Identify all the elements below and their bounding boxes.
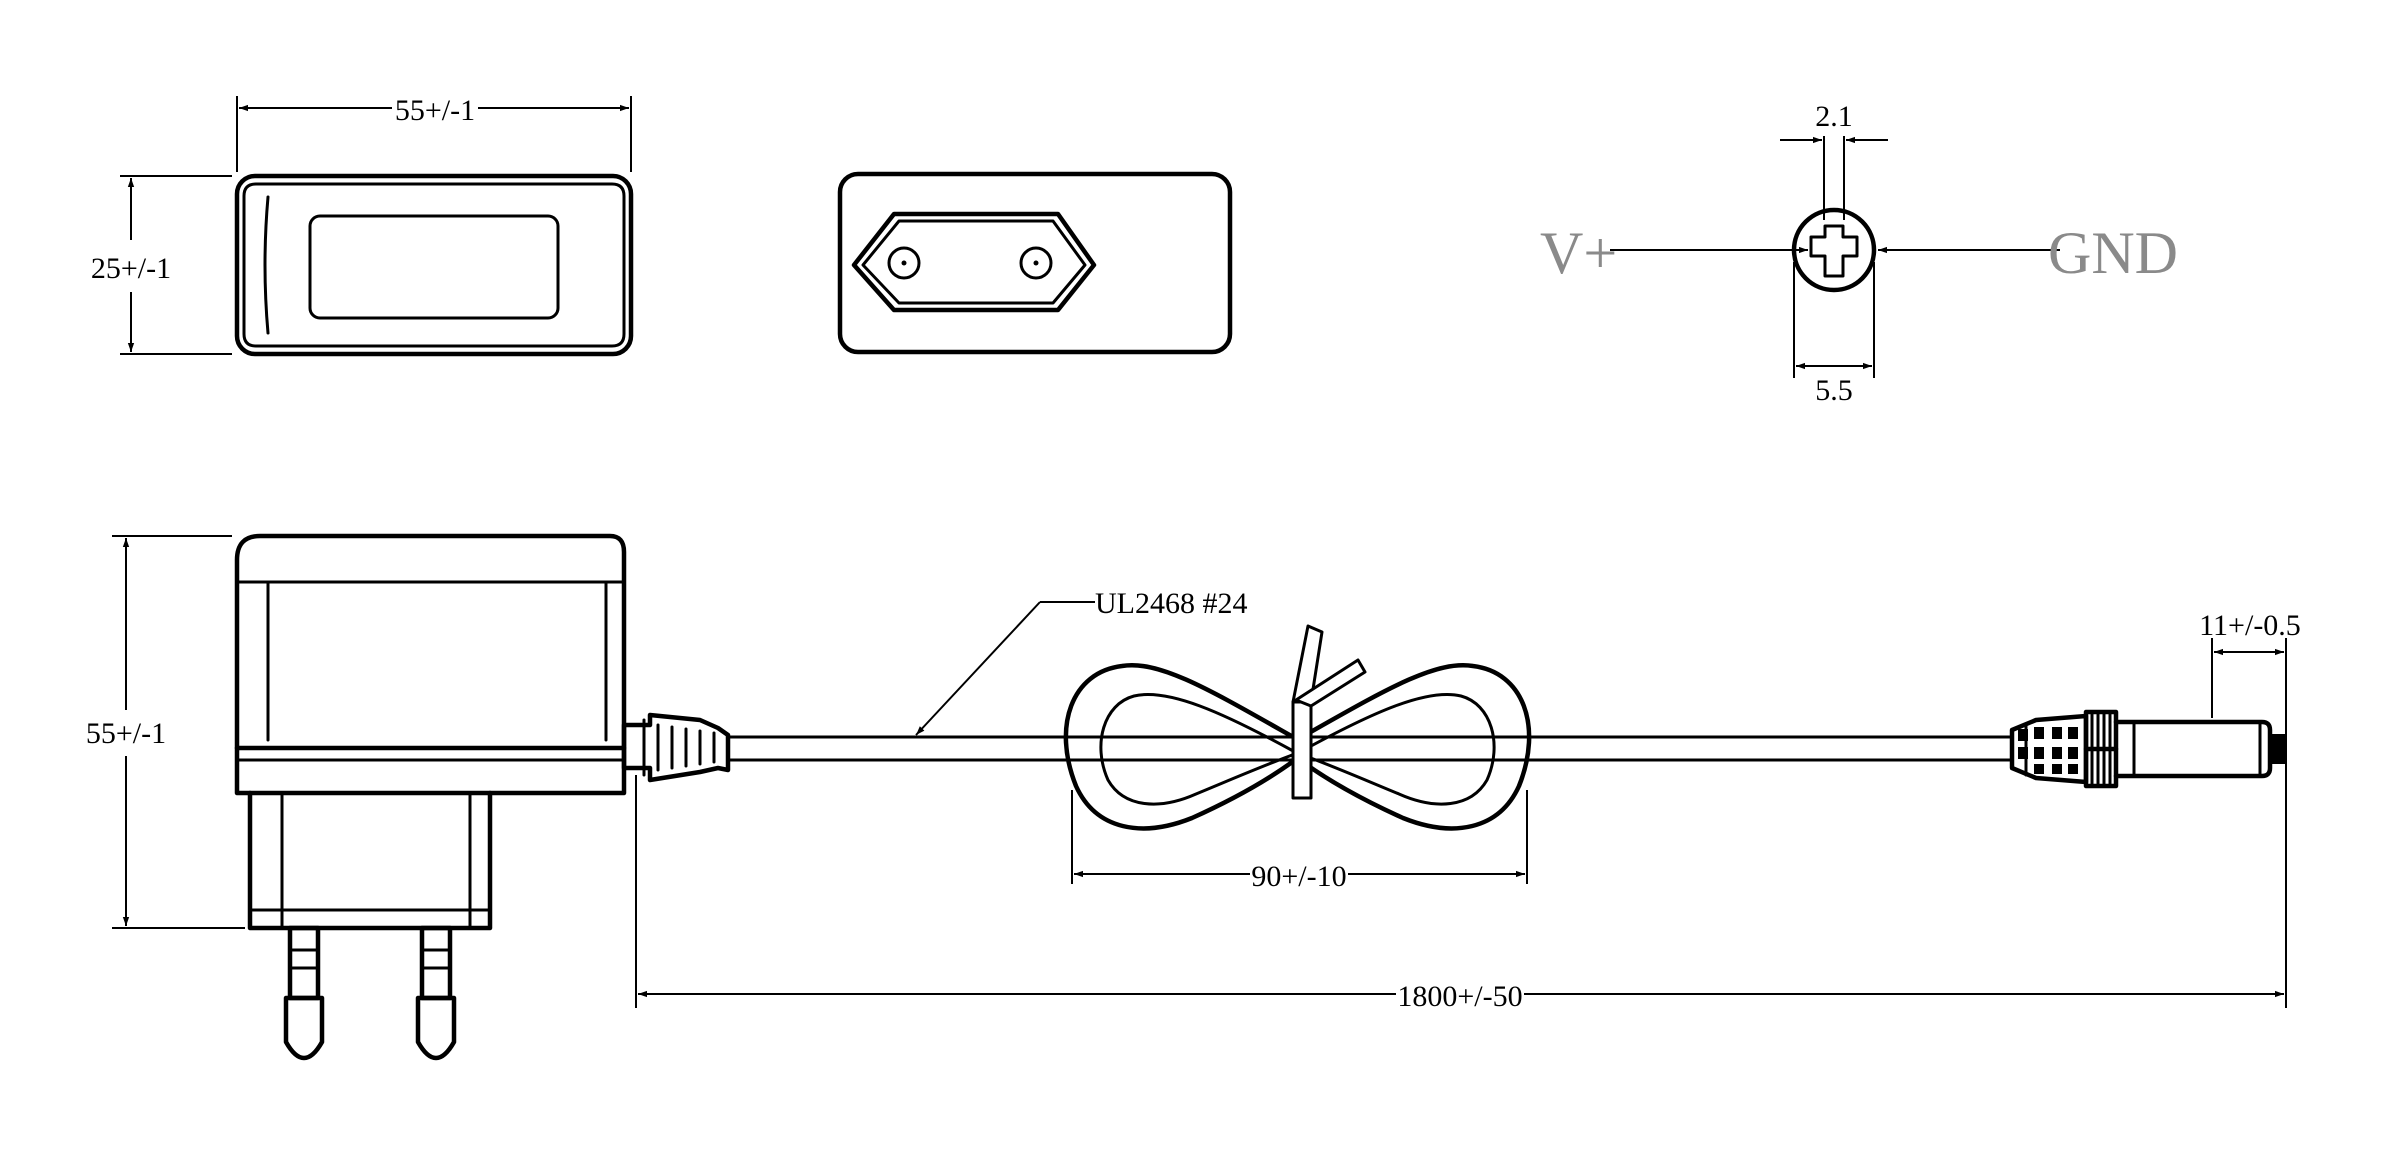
cable-coil [1063,663,1532,831]
loop-length-dimension: 90+/-10 [1071,790,1528,893]
front-view [837,171,1233,355]
top-view-width-dimension: 55+/-1 [236,94,632,172]
side-height-dimension: 55+/-1 [86,535,245,929]
cable-length-dimension: 1800+/-50 [635,775,2284,1013]
plug-pin-right [415,925,457,1061]
strain-relief [621,712,731,783]
side-view [234,533,627,931]
cable-length-label: 1800+/-50 [1397,980,1522,1013]
dc-plug-end-view: 2.1 5.5 V+ GND [1540,100,2178,407]
tip-length-label: 11+/-0.5 [2199,609,2301,642]
loop-length-label: 90+/-10 [1251,860,1346,893]
top-height-label: 25+/-1 [91,252,171,285]
cable-spec-label: UL2468 #24 [1095,587,1248,620]
dc-connector [2009,709,2286,789]
top-view [234,173,634,357]
top-width-label: 55+/-1 [395,94,475,127]
positive-terminal-label: V+ [1540,220,1617,286]
plug-pin-left [283,925,325,1061]
cable-spec-callout: UL2468 #24 [915,587,1248,736]
plug-inner-diameter-label: 2.1 [1815,100,1853,133]
side-height-label: 55+/-1 [86,717,166,750]
cable [726,735,2014,762]
ground-terminal-label: GND [2048,220,2178,286]
top-view-height-dimension: 25+/-1 [91,175,232,355]
plug-outer-diameter-label: 5.5 [1815,374,1853,407]
tip-length-dimension: 11+/-0.5 [2199,609,2301,1008]
cable-tie [1291,624,1367,800]
